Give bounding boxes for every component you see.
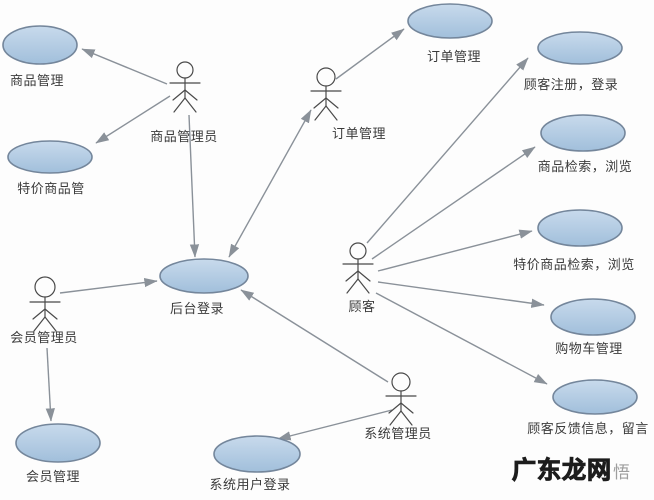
watermark: 广东龙网悟	[512, 450, 631, 485]
use-case-product-search-browse	[540, 114, 626, 152]
actor-head	[391, 372, 411, 392]
actor-head	[349, 242, 367, 260]
actor-head	[176, 61, 194, 79]
actor-product-admin	[169, 61, 201, 113]
connector-customer-cart-mgmt	[377, 281, 545, 308]
actor-label-customer: 顾客	[348, 299, 375, 314]
connector-product-admin-special-product-mgmt	[95, 95, 171, 144]
use-case-customer-register-login	[537, 31, 623, 65]
use-case-special-product-search-browse	[537, 209, 623, 247]
use-case-label-backend-login: 后台登录	[170, 301, 224, 316]
connector-customer-customer-feedback	[375, 292, 548, 385]
actor-head	[316, 67, 336, 87]
actor-member-admin	[29, 276, 61, 332]
connector-customer-special-product-search-browse	[377, 229, 533, 272]
watermark-text: 广东龙网	[512, 456, 612, 485]
connections-layer	[45, 28, 548, 441]
use-case-label-system-user-login: 系统用户登录	[209, 477, 290, 492]
connector-system-admin-system-user-login	[277, 409, 393, 441]
connector-product-admin-backend-login	[188, 114, 200, 258]
connector-member-admin-member-mgmt	[45, 347, 55, 422]
actor-label-system-admin: 系统管理员	[364, 426, 432, 441]
use-case-label-member-mgmt: 会员管理	[26, 469, 80, 484]
connector-product-admin-product-mgmt	[81, 48, 168, 85]
use-case-label-special-product-mgmt: 特价商品管	[17, 181, 85, 196]
labels-layer: 商品管理特价商品管订单管理顾客注册，登录商品检索，浏览特价商品检索，浏览购物车管…	[10, 49, 649, 492]
actor-system-admin	[385, 372, 417, 426]
use-case-member-mgmt	[15, 423, 101, 463]
actor-label-product-admin: 商品管理员	[150, 129, 218, 144]
actor-label-order-admin: 订单管理	[332, 126, 386, 141]
connector-order-admin-order-mgmt-uc	[335, 28, 405, 80]
use-case-label-customer-feedback: 顾客反馈信息，留言	[527, 421, 649, 436]
actor-head	[34, 276, 56, 298]
connector-system-admin-backend-login	[240, 289, 389, 383]
use-case-customer-feedback	[552, 379, 638, 415]
watermark-suffix: 悟	[613, 463, 630, 483]
use-case-label-cart-mgmt: 购物车管理	[555, 341, 623, 356]
actor-order-admin	[310, 67, 342, 121]
connector-customer-customer-register-login	[366, 57, 529, 244]
nodes-layer	[2, 3, 638, 473]
use-case-cart-mgmt	[550, 298, 636, 336]
use-case-label-product-mgmt: 商品管理	[10, 73, 64, 88]
use-case-label-customer-register-login: 顾客注册，登录	[524, 77, 619, 92]
use-case-label-product-search-browse: 商品检索，浏览	[538, 159, 633, 174]
actor-label-member-admin: 会员管理员	[10, 330, 78, 345]
connector-customer-product-search-browse	[371, 146, 536, 260]
use-case-order-mgmt-uc	[407, 3, 493, 39]
use-case-product-mgmt	[2, 25, 78, 65]
connector-backend-login-order-admin	[228, 109, 312, 258]
use-case-backend-login	[159, 258, 249, 294]
actor-customer	[342, 242, 374, 294]
use-case-special-product-mgmt	[7, 140, 93, 174]
use-case-label-special-product-search-browse: 特价商品检索，浏览	[513, 257, 635, 272]
use-case-label-order-mgmt-uc: 订单管理	[427, 49, 481, 64]
use-case-system-user-login	[213, 435, 301, 473]
connector-member-admin-backend-login	[59, 277, 158, 294]
